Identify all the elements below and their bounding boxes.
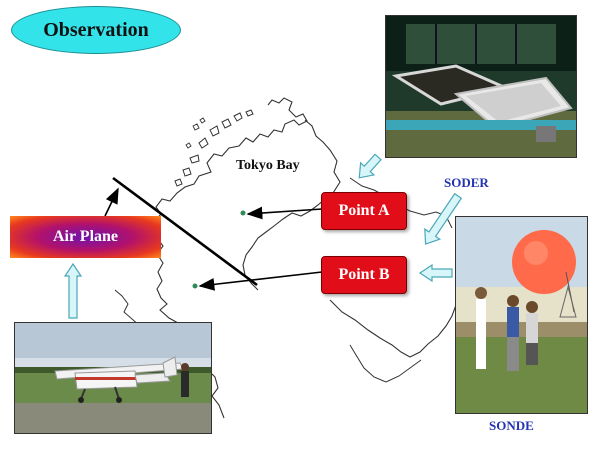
point-b-dot bbox=[192, 283, 198, 289]
coastline-west-peninsula bbox=[114, 289, 141, 327]
bay-label: Tokyo Bay bbox=[236, 158, 300, 173]
soder-label: SODER bbox=[444, 175, 489, 190]
soder-photo bbox=[385, 15, 577, 158]
point-a-label: Point A bbox=[338, 202, 390, 219]
arrow-point-a bbox=[246, 206, 323, 220]
title-oval: Observation bbox=[11, 6, 181, 54]
small-islands bbox=[185, 117, 206, 149]
coastline-east bbox=[242, 119, 341, 291]
piers bbox=[174, 109, 254, 187]
point-b-box: Point B bbox=[321, 256, 407, 294]
block-arrow-airplane bbox=[63, 262, 83, 319]
sonde-label: SONDE bbox=[489, 418, 534, 433]
block-arrow-sonde bbox=[418, 263, 453, 283]
air-plane-label: Air Plane bbox=[52, 228, 119, 245]
point-a-box: Point A bbox=[321, 192, 407, 230]
point-b-label: Point B bbox=[338, 266, 390, 283]
point-a-dot bbox=[240, 210, 246, 216]
coastline-south bbox=[329, 299, 457, 358]
arrow-point-b bbox=[198, 271, 323, 291]
block-arrow-soder-photo bbox=[358, 153, 382, 179]
airplane-photo bbox=[14, 322, 212, 434]
block-arrow-soder-label bbox=[424, 192, 463, 245]
page-title: Observation bbox=[43, 18, 149, 41]
arrow-airplane-to-line bbox=[104, 187, 119, 217]
sonde-photo bbox=[455, 216, 588, 414]
flight-path-line bbox=[112, 176, 258, 287]
air-plane-box: Air Plane bbox=[10, 216, 161, 258]
coastline-southwest bbox=[349, 344, 422, 383]
